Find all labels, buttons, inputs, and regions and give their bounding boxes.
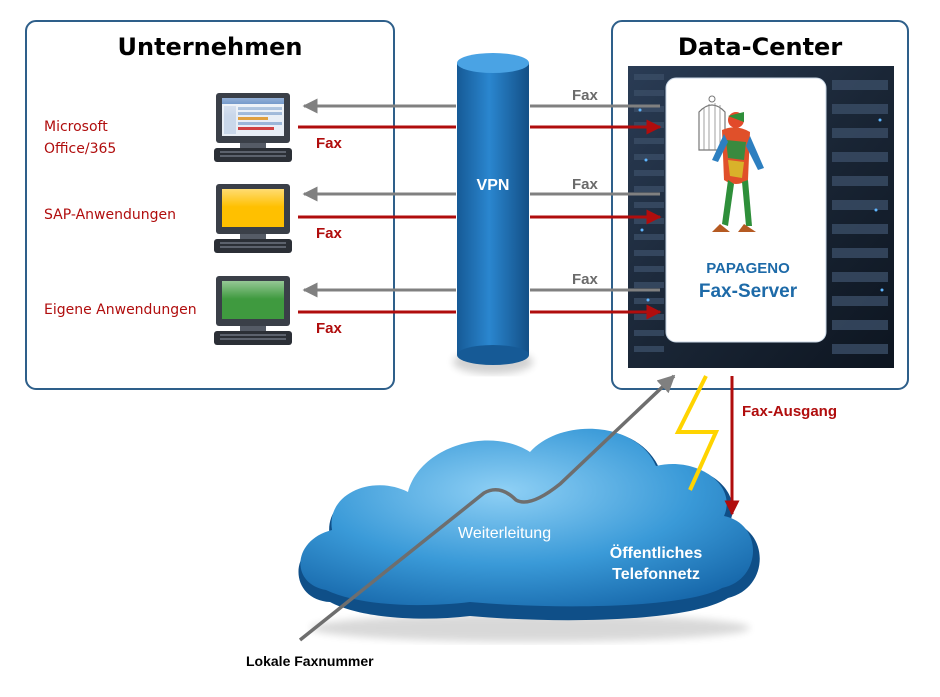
server-name-line2: Fax-Server (699, 281, 798, 302)
unternehmen-title: Unternehmen (118, 33, 303, 61)
data-center-title: Data-Center (678, 33, 842, 61)
app-label-eigene: Eigene Anwendungen (44, 302, 197, 318)
computer-icon-eigene (214, 276, 292, 345)
cloud-label-network-line1: Öffentliches (610, 543, 703, 562)
local-number-label: Lokale Faxnummer (246, 653, 374, 669)
server-name-line1: PAPAGENO (706, 260, 790, 277)
computer-icon-sap (214, 184, 292, 253)
fax-label-red-row3: Fax (316, 320, 343, 337)
app-label-sap: SAP-Anwendungen (44, 207, 176, 223)
computer-icon-office (214, 93, 292, 162)
app-label-office-line2: Office/365 (44, 141, 116, 157)
telephone-network-cloud (298, 428, 760, 642)
fax-label-red-row2: Fax (316, 225, 343, 242)
fax-label-grey-row2: Fax (572, 176, 599, 193)
vpn-tunnel (453, 53, 533, 374)
fax-label-grey-row1: Fax (572, 87, 599, 104)
cloud-label-network-line2: Telefonnetz (612, 566, 700, 583)
cloud-label-forwarding: Weiterleitung (458, 525, 551, 542)
vpn-label: VPN (477, 177, 510, 194)
fax-label-grey-row3: Fax (572, 271, 599, 288)
forwarding-line (298, 374, 676, 642)
fax-label-red-row1: Fax (316, 135, 343, 152)
app-label-office-line1: Microsoft (44, 119, 108, 135)
unternehmen-box (25, 20, 395, 390)
lightning-icon (674, 375, 720, 491)
fax-out-label: Fax-Ausgang (742, 403, 837, 420)
papageno-figure-icon (698, 95, 764, 232)
